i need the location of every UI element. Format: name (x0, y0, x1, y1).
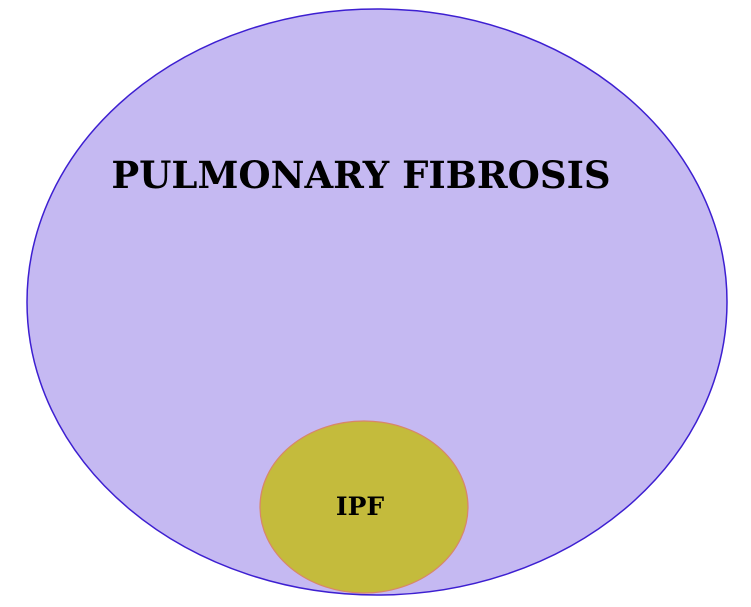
ipf-label: IPF (336, 492, 384, 521)
pulmonary-fibrosis-ellipse (26, 8, 728, 596)
pulmonary-fibrosis-label: PULMONARY FIBROSIS (111, 153, 610, 197)
ipf-ellipse (259, 420, 469, 594)
